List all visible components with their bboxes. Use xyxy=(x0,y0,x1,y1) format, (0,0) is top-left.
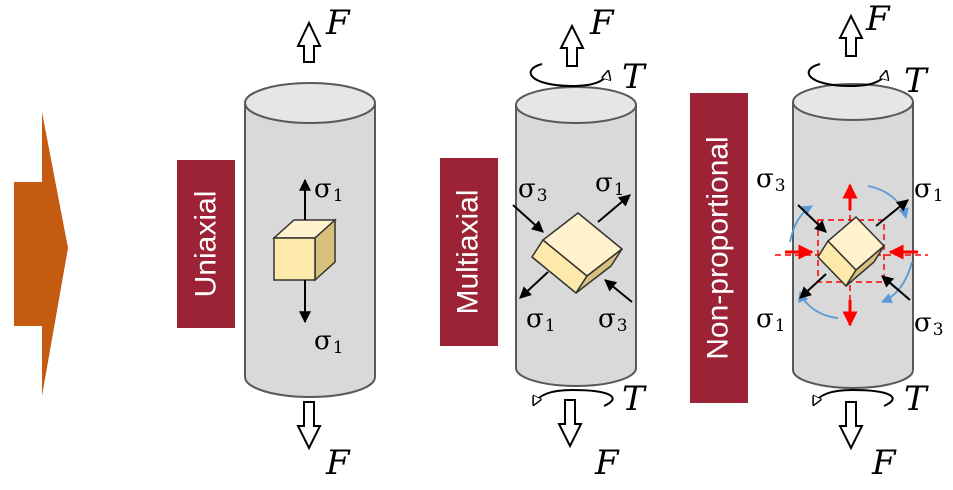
sigma3-in-arrow-icon xyxy=(604,279,633,303)
force-up-arrow-icon xyxy=(296,20,322,63)
red-stress-arrows xyxy=(785,183,918,327)
torque-label: T xyxy=(904,379,927,419)
stress-cube xyxy=(272,218,337,282)
force-label: F xyxy=(595,443,619,483)
process-arrow-icon xyxy=(14,112,68,396)
sigma1-out-arrow-icon xyxy=(875,199,909,227)
force-down-arrow-icon xyxy=(838,401,864,451)
torque-label: T xyxy=(622,57,645,97)
panel-title-multiaxial: Multiaxial xyxy=(452,189,486,315)
rotated-stress-cube xyxy=(531,212,624,295)
sigma3-label: σ3 xyxy=(914,308,944,340)
torque-bottom-arrow-icon xyxy=(814,388,894,406)
sigma1-out-arrow-icon xyxy=(519,271,549,299)
rotated-stress-cube xyxy=(817,215,886,288)
torque-label: T xyxy=(622,379,645,419)
sigma1-out-arrow-icon xyxy=(597,194,631,223)
force-label: F xyxy=(326,443,350,483)
sigma1-label: σ1 xyxy=(314,174,344,206)
force-down-arrow-icon xyxy=(296,401,322,451)
panel-title-uniaxial: Uniaxial xyxy=(189,190,222,298)
force-up-arrow-icon xyxy=(559,23,585,67)
torque-bottom-arrow-icon xyxy=(534,388,614,406)
torque-top-arrow-icon xyxy=(529,63,608,88)
panel-tag-uniaxial: Uniaxial xyxy=(177,160,235,328)
sigma1-label: σ1 xyxy=(914,174,944,206)
panel-tag-nonproportional: Non-proportional xyxy=(690,93,748,403)
panel-title-nonproportional: Non-proportional xyxy=(702,136,735,360)
sigma3-in-arrow-icon xyxy=(797,204,827,233)
force-label: F xyxy=(590,3,614,43)
sigma1-out-arrow-icon xyxy=(799,273,827,299)
sigma3-in-arrow-icon xyxy=(881,275,911,301)
force-label: F xyxy=(866,0,890,39)
panel-tag-multiaxial: Multiaxial xyxy=(440,158,498,346)
sigma3-label: σ3 xyxy=(518,174,548,206)
torque-top-arrow-icon xyxy=(807,63,886,88)
torque-label: T xyxy=(904,61,927,101)
sigma1-label: σ1 xyxy=(526,304,556,336)
sigma1-label: σ1 xyxy=(314,326,344,358)
force-up-arrow-icon xyxy=(838,13,864,57)
sigma1-label: σ1 xyxy=(756,304,786,336)
sigma3-in-arrow-icon xyxy=(512,204,544,233)
force-down-arrow-icon xyxy=(557,399,583,449)
sigma3-label: σ3 xyxy=(756,164,786,196)
force-label: F xyxy=(872,443,896,483)
force-label: F xyxy=(326,3,350,43)
sigma1-label: σ1 xyxy=(595,168,625,200)
sigma3-label: σ3 xyxy=(598,304,628,336)
